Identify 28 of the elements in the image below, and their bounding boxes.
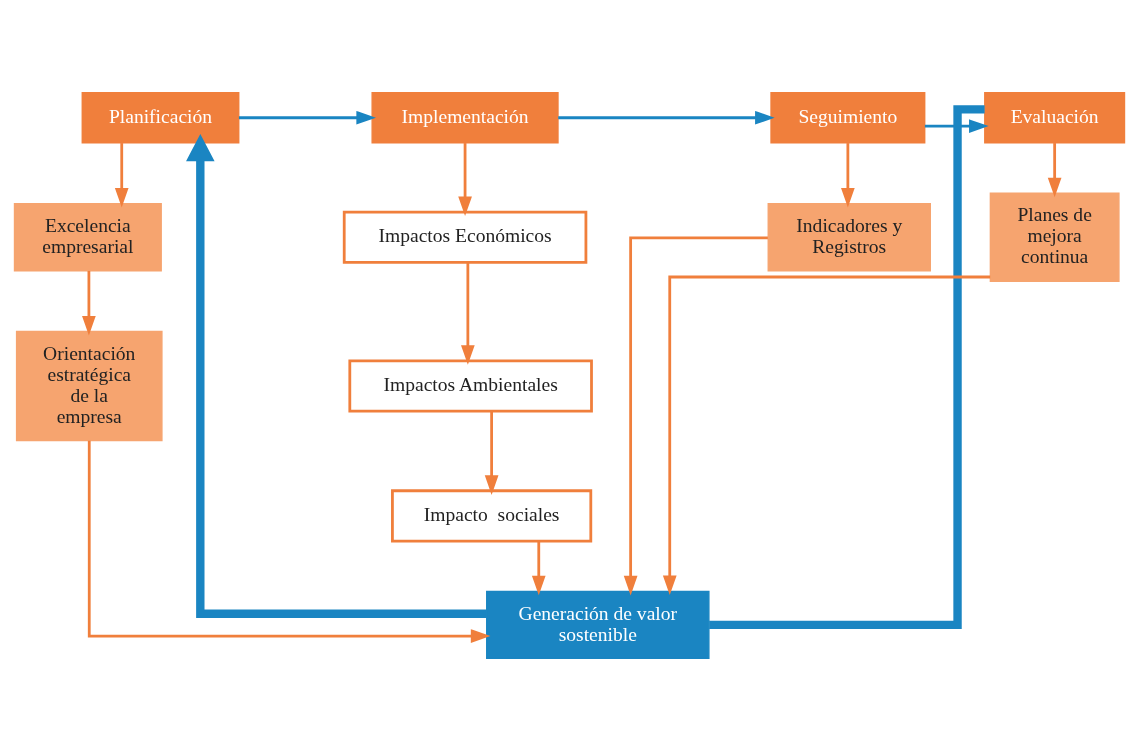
arrow <box>461 262 475 365</box>
arrow <box>623 236 768 596</box>
node-box: Evaluación <box>984 91 1126 144</box>
node-box: Planes de mejora continua <box>989 192 1120 282</box>
arrow <box>484 411 499 495</box>
node-box: Planificación <box>81 91 240 144</box>
node-box: Seguimiento <box>770 91 926 144</box>
arrow <box>186 134 487 618</box>
arrow <box>458 143 472 217</box>
node-box: Generación de valor sostenible <box>486 590 710 660</box>
arrow <box>924 119 989 133</box>
connector <box>709 105 985 630</box>
arrow <box>114 143 129 208</box>
arrow <box>841 143 855 208</box>
arrow <box>82 270 96 336</box>
node-box: Indicadores y Registros <box>767 202 931 272</box>
node-box: Implementación <box>371 91 559 144</box>
node-box: Orientación estratégica de la empresa <box>15 330 163 442</box>
arrow <box>1047 143 1062 198</box>
arrow <box>531 541 546 596</box>
node-box: Impacto sociales <box>391 489 593 543</box>
arrow <box>558 110 775 125</box>
node-box: Excelencia empresarial <box>13 202 162 272</box>
node-box: Impactos Ambientales <box>348 359 593 413</box>
arrow <box>238 110 376 125</box>
arrow <box>662 275 991 596</box>
arrow <box>87 440 491 643</box>
node-box: Impactos Económicos <box>342 210 588 264</box>
